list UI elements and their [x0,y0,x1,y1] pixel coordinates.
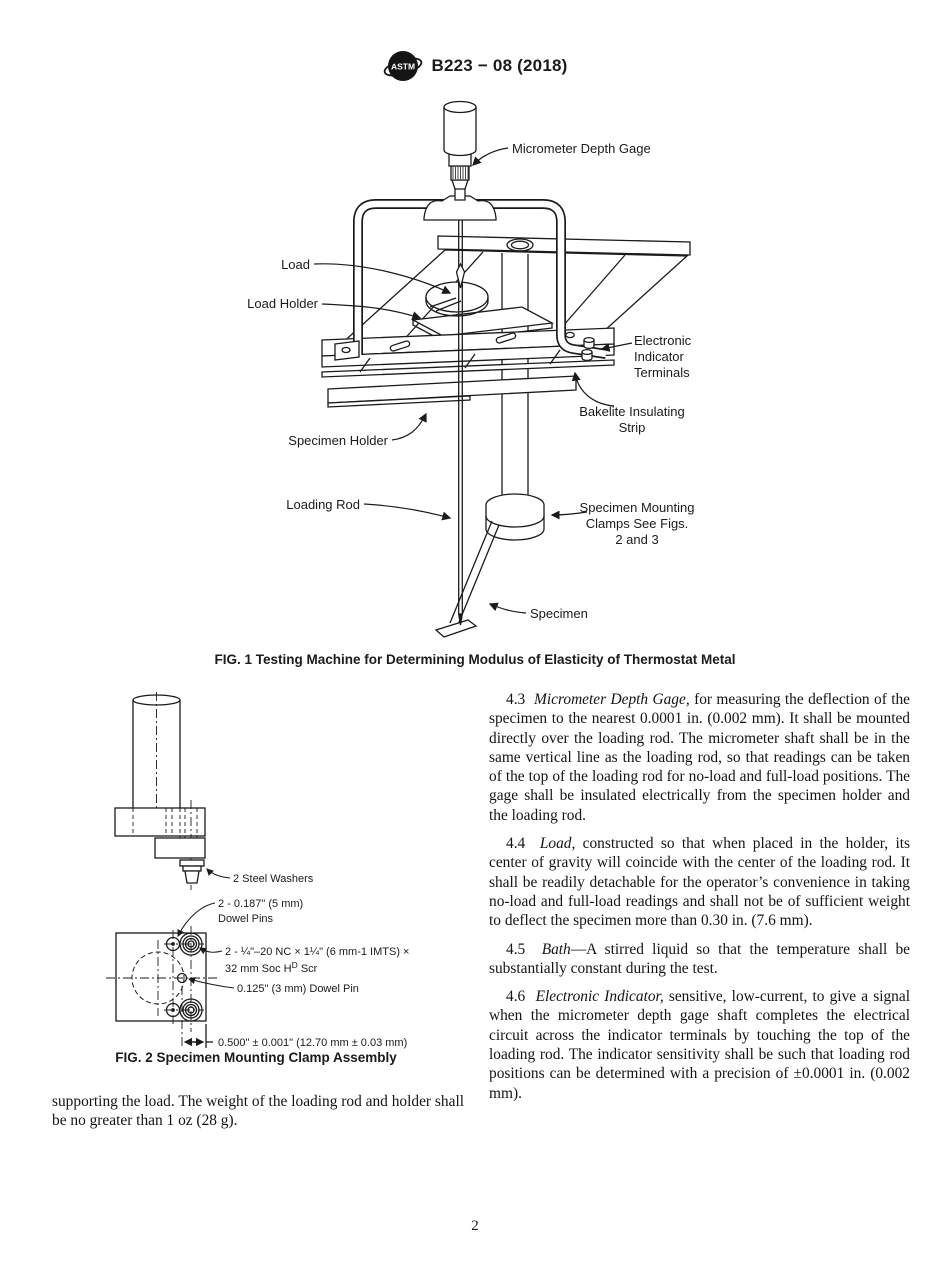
label-indicator: Indicator [634,349,685,364]
section-body: —A stirred liquid so that the temperatur… [489,940,910,977]
section-title: Electronic Indicator, [535,988,664,1006]
clamp-top-view [106,926,218,1032]
section-4-6: 4.6 Electronic Indicator, sensitive, low… [489,987,910,1103]
label-specimen-holder: Specimen Holder [288,433,388,448]
label-clamps-3: 2 and 3 [615,532,658,547]
fig2-leaders [177,868,235,989]
fig2-caption: FIG. 2 Specimen Mounting Clamp Assembly [115,1050,397,1065]
label-clamps-1: Specimen Mounting [580,500,695,515]
terminals-shape [581,336,595,362]
section-body: constructed so that when placed in the h… [489,835,910,930]
section-title: Bath [541,940,571,958]
section-body: sensitive, low-current, to give a signal… [489,988,910,1102]
fig1-caption: FIG. 1 Testing Machine for Determining M… [214,652,736,667]
label-specimen: Specimen [530,606,588,621]
label-micrometer-depth-gage: Micrometer Depth Gage [512,141,651,156]
label-dowel-pins-2: Dowel Pins [218,913,274,925]
page-number: 2 [471,1218,479,1234]
label-electronic: Electronic [634,333,692,348]
section-number: 4.3 [506,691,526,708]
dimension-0500 [181,986,213,1048]
section-4-3: 4.3 Micrometer Depth Gage, for measuring… [489,690,910,825]
label-screw-2: 32 mm Soc HD Scr [225,960,318,975]
lower-plate [321,327,615,368]
section-number: 4.6 [506,988,526,1006]
standard-designation: B223 − 08 (2018) [431,56,568,75]
right-column: 4.3 Micrometer Depth Gage, for measuring… [489,690,910,1112]
mounting-clamp-shape [485,493,545,541]
specimen-strip [434,520,500,638]
label-dimension: 0.500" ± 0.001" (12.70 mm ± 0.03 mm) [218,1037,407,1049]
label-loading-rod: Loading Rod [286,497,360,512]
section-number: 4.4 [506,835,526,853]
label-load: Load [281,257,310,272]
astm-logo-text: ASTM [390,62,414,72]
section-title: Micrometer Depth Gage, [534,691,690,708]
fig1-leaders [313,147,633,614]
label-bakelite-1: Bakelite Insulating [579,404,685,419]
section-4-5: 4.5 Bath—A stirred liquid so that the te… [489,940,910,979]
loading-rod-shape [455,206,466,626]
label-load-holder: Load Holder [247,296,318,311]
section-title: Load, [539,835,576,853]
label-small-dowel: 0.125" (3 mm) Dowel Pin [237,983,359,995]
micrometer-gage-shape [423,100,497,221]
label-screw-1: 2 - ¼"–20 NC × 1¼" (6 mm-1 IMTS) × [225,946,409,958]
label-dowel-pins-1: 2 - 0.187" (5 mm) [218,898,303,910]
section-4-4: 4.4 Load, constructed so that when place… [489,834,910,930]
label-bakelite-2: Strip [619,420,646,435]
section-body: for measuring the deflection of the spec… [489,691,911,824]
page-header: ASTM B223 − 08 (2018) [0,44,950,88]
specimen-holder-bar [327,375,577,408]
fig1-drawing: Micrometer Depth Gage Load Load Holder E… [247,100,695,638]
yoke-frame [334,199,607,361]
fig2-drawing: 2 Steel Washers 2 - 0.187" (5 mm) Dowel … [106,692,409,1049]
section-number: 4.5 [506,940,526,958]
label-steel-washers: 2 Steel Washers [233,873,314,885]
label-clamps-2: Clamps See Figs. [586,516,689,531]
bakelite-strip-shape [321,349,615,378]
label-terminals: Terminals [634,365,690,380]
clamp-side-view [114,692,206,890]
left-column-paragraph: supporting the load. The weight of the l… [52,1093,464,1130]
astm-logo-icon: ASTM [383,51,422,81]
